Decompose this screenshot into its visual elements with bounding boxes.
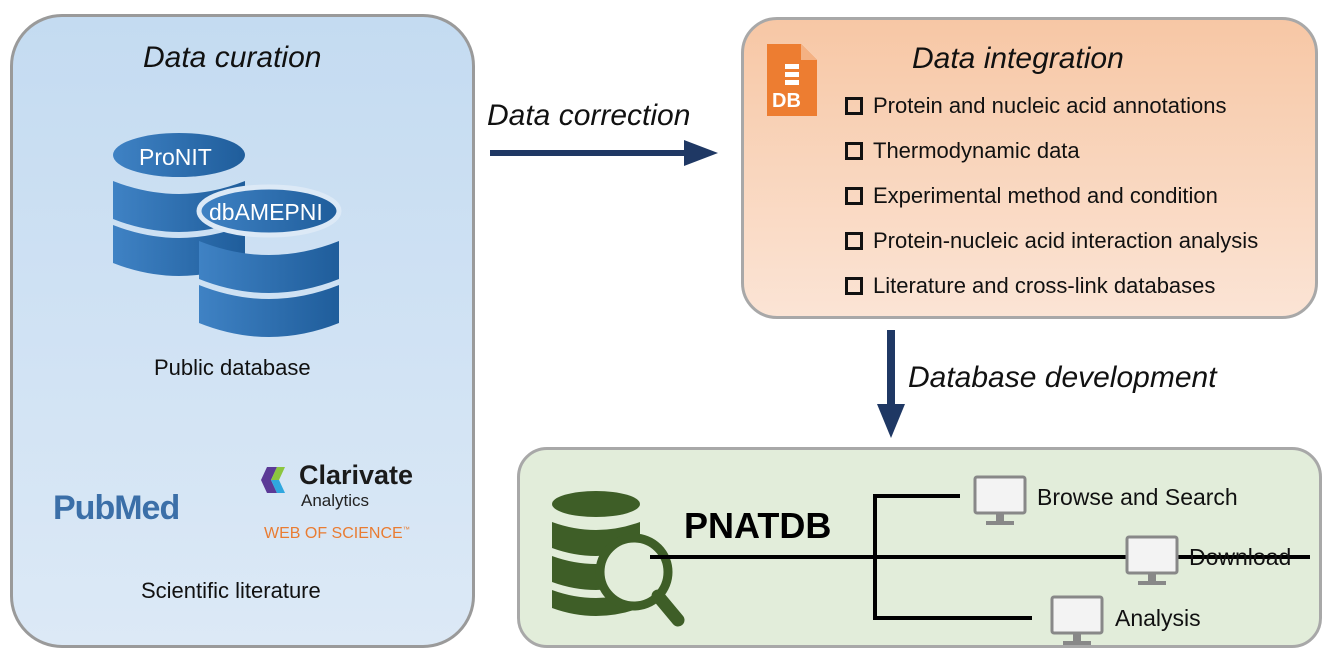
clarivate-logo-icon	[261, 467, 285, 493]
integration-item: Protein and nucleic acid annotations	[845, 93, 1226, 119]
checkbox-icon	[845, 97, 863, 115]
database-development-arrow	[877, 330, 905, 438]
pnatdb-name: PNATDB	[684, 505, 832, 546]
pronit-label: ProNIT	[139, 144, 212, 170]
checkbox-icon	[845, 187, 863, 205]
data-correction-arrow	[490, 140, 718, 166]
monitor-icon	[1050, 595, 1104, 645]
data-correction-label: Data correction	[487, 99, 691, 132]
database-file-icon	[767, 44, 817, 116]
feature-download: Download	[1189, 544, 1292, 570]
data-curation-panel: Data curation ProNIT dbAMEPNI Public dat…	[10, 14, 475, 648]
database-cylinders-icon	[113, 133, 342, 337]
db-file-text: DB	[772, 90, 801, 112]
feature-browse-search: Browse and Search	[1037, 484, 1238, 510]
integration-item: Protein-nucleic acid interaction analysi…	[845, 228, 1258, 254]
monitor-icon	[1125, 535, 1179, 585]
database-development-label: Database development	[908, 361, 1217, 394]
public-database-label: Public database	[154, 355, 311, 380]
data-integration-panel: DB Data integration Protein and nucleic …	[741, 17, 1318, 319]
checkbox-icon	[845, 142, 863, 160]
data-integration-title: Data integration	[912, 42, 1124, 75]
clarivate-name: Clarivate	[299, 460, 414, 490]
pubmed-logo: PubMed	[53, 489, 180, 527]
feature-analysis: Analysis	[1115, 605, 1201, 631]
web-of-science-label: WEB OF SCIENCE™	[264, 525, 410, 542]
scientific-literature-label: Scientific literature	[141, 578, 321, 603]
dbamepni-label: dbAMEPNI	[209, 199, 323, 225]
integration-item: Experimental method and condition	[845, 183, 1218, 209]
feature-connector-lines	[650, 494, 1310, 620]
integration-item: Thermodynamic data	[845, 138, 1080, 164]
clarivate-analytics: Analytics	[301, 491, 370, 510]
checkbox-icon	[845, 232, 863, 250]
data-curation-title: Data curation	[143, 41, 322, 74]
pnatdb-panel: PNATDB Browse and Search Download Analys…	[517, 447, 1322, 648]
monitor-icon	[973, 475, 1027, 525]
integration-item: Literature and cross-link databases	[845, 273, 1215, 299]
checkbox-icon	[845, 277, 863, 295]
